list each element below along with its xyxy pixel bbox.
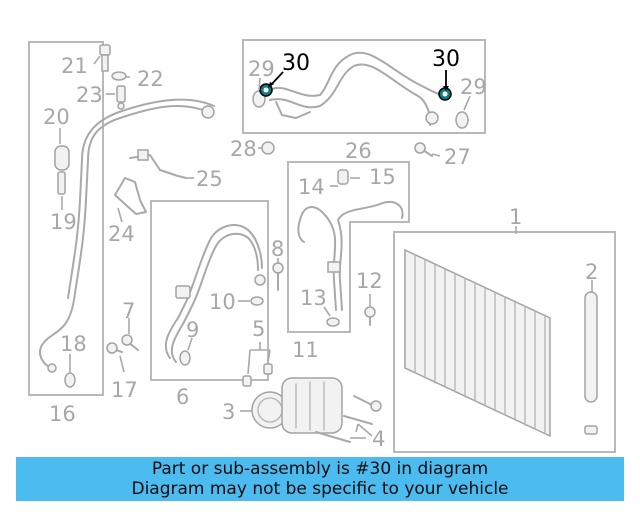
callout-29-left: 29: [248, 57, 275, 81]
seal-22: [111, 71, 127, 81]
bolt-17: [106, 342, 123, 354]
callout-5: 5: [252, 317, 265, 341]
banner-line-1: Part or sub-assembly is #30 in diagram: [151, 459, 489, 479]
nut-28: [261, 141, 275, 155]
condenser-1: [404, 248, 551, 438]
callout-3: 3: [222, 400, 235, 424]
callout-26: 26: [345, 139, 372, 163]
callout-30-right: 30: [432, 47, 460, 72]
group-box-16: [28, 41, 104, 396]
bracket-25: [129, 149, 187, 179]
callout-16: 16: [49, 402, 76, 426]
seal-13: [326, 317, 340, 327]
group-box-6: [150, 200, 269, 381]
bracket-24: [114, 177, 147, 215]
bolt-27: [414, 142, 433, 157]
hose-6: [164, 224, 266, 363]
callout-23: 23: [76, 83, 103, 107]
seal-9: [179, 350, 191, 366]
callout-20: 20: [43, 105, 70, 129]
callout-11: 11: [292, 338, 319, 362]
ac-line-26: [269, 51, 446, 126]
callout-24: 24: [108, 222, 135, 246]
callout-6: 6: [176, 385, 189, 409]
info-banner: Part or sub-assembly is #30 in diagram D…: [16, 457, 624, 501]
pressure-sensor-21: [99, 44, 111, 72]
cap-20: [54, 145, 70, 171]
callout-18: 18: [60, 332, 87, 356]
callout-8: 8: [271, 237, 284, 261]
callout-22: 22: [137, 67, 164, 91]
callout-15: 15: [369, 165, 396, 189]
bolt-8: [272, 262, 284, 291]
drier-2: [584, 291, 598, 435]
parts-diagram: 1 2 3 4 5 6 7 8 9 10 11 12 13 14 15 16 1…: [28, 39, 616, 453]
callout-10: 10: [209, 290, 236, 314]
group-box-26: [242, 39, 486, 134]
seal-10: [250, 296, 264, 306]
plug-5: [242, 363, 273, 387]
callout-28: 28: [230, 137, 257, 161]
callout-29-right: 29: [460, 75, 487, 99]
oring-29-right: [455, 111, 469, 129]
callout-17: 17: [111, 378, 138, 402]
valve-core-19: [57, 171, 66, 195]
callout-27: 27: [444, 145, 471, 169]
ac-line-11: [297, 200, 404, 311]
callout-13: 13: [300, 286, 327, 310]
callout-2: 2: [585, 260, 598, 284]
oring-30-right: [438, 87, 452, 101]
bolts-4: [315, 395, 382, 443]
callout-19: 19: [50, 210, 77, 234]
callout-30-left: 30: [282, 51, 310, 76]
leader-lines: [59, 55, 593, 439]
ac-line-16: [39, 98, 215, 373]
compressor-3: [251, 377, 343, 434]
callout-12: 12: [356, 269, 383, 293]
callout-7: 7: [122, 299, 135, 323]
valve-23: [116, 85, 126, 110]
group-box-11: [287, 161, 410, 333]
sensor-15: [337, 169, 349, 185]
callout-4: 4: [372, 427, 385, 451]
group-box-1: [393, 231, 616, 453]
bolt-7: [121, 334, 139, 351]
callout-14: 14: [298, 175, 325, 199]
banner-line-2: Diagram may not be specific to your vehi…: [131, 479, 509, 499]
callout-21: 21: [61, 54, 88, 78]
bolt-12: [364, 306, 376, 326]
callout-25: 25: [196, 167, 223, 191]
oring-18: [64, 372, 76, 388]
callout-9: 9: [186, 318, 199, 342]
callout-1: 1: [509, 205, 522, 229]
